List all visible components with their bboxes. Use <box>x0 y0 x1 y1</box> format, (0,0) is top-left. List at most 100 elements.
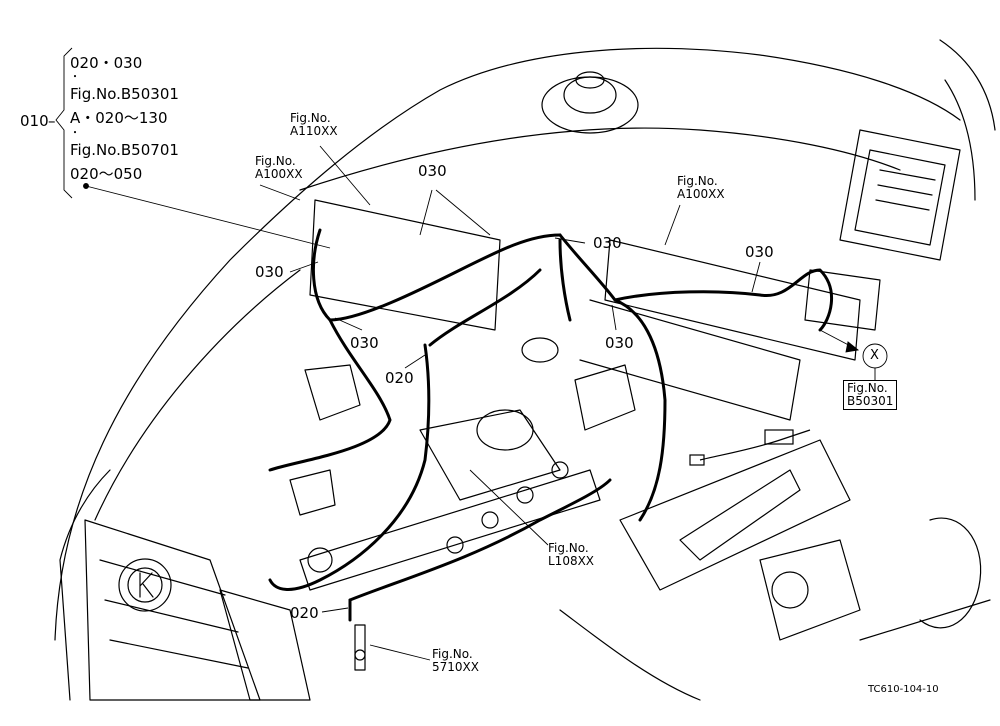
leader-l108 <box>469 469 549 546</box>
front-emblem <box>118 558 172 612</box>
leader-030 <box>289 261 319 273</box>
fig-ref-number: A100XX <box>255 167 303 181</box>
part-label-030: 030 <box>418 162 447 180</box>
pulley-right <box>919 517 982 629</box>
valve-body <box>419 409 561 501</box>
leader-030 <box>611 304 617 331</box>
leader-010 <box>85 185 331 249</box>
sensor-wire <box>699 429 811 461</box>
harness-branch <box>558 238 572 322</box>
injector <box>446 536 464 554</box>
part-label-030: 030 <box>745 243 774 261</box>
part-label-010: 010 <box>20 112 49 130</box>
group-010-list: 020・030 ・ Fig.No.B50301 A・020～130 ・ Fig.… <box>70 52 179 186</box>
dome-right-inner <box>944 79 976 201</box>
fuel-filter <box>476 409 534 451</box>
harness-branch <box>268 343 431 591</box>
separator-a: – <box>48 112 56 130</box>
group-010-line: 020・030 <box>70 54 143 72</box>
injector <box>481 511 499 529</box>
x-marker-circle <box>862 343 888 369</box>
clamp <box>354 624 366 671</box>
left-bracket-plate <box>309 199 501 331</box>
grille-line <box>99 559 226 596</box>
group-010-line: 020～050 <box>70 165 143 183</box>
emblem-k <box>139 572 154 598</box>
fig-ref-5710: Fig.No. 5710XX <box>432 648 479 674</box>
harness-branch <box>558 233 667 522</box>
fig-ref-number: L108XX <box>548 554 595 568</box>
injector <box>307 547 333 573</box>
fig-ref-number: B50301 <box>847 394 894 408</box>
fig-ref-l108: Fig.No. L108XX <box>548 542 594 568</box>
alternator <box>759 539 861 641</box>
leader-020 <box>321 607 349 613</box>
control-unit <box>839 129 961 261</box>
part-label-020: 020 <box>385 369 414 387</box>
part-label-030: 030 <box>255 263 284 281</box>
harness-branch <box>268 318 392 472</box>
part-label-030: 030 <box>350 334 379 352</box>
leader-020 <box>404 354 426 369</box>
bracket <box>304 364 361 421</box>
fig-ref-label: Fig.No. <box>847 381 888 395</box>
group-010-dot: ・ <box>70 128 80 139</box>
sensor-connector <box>764 429 794 445</box>
injector <box>551 461 569 479</box>
leader-030 <box>435 189 491 236</box>
harness-branch <box>428 268 542 347</box>
grille-outline <box>84 519 261 701</box>
fig-ref-a100-left: Fig.No. A100XX <box>255 155 303 181</box>
leader-a100-right <box>664 204 681 246</box>
group-010-dot: ・ <box>70 72 80 83</box>
frame-rail <box>579 299 801 421</box>
fig-ref-label: Fig.No. <box>677 174 718 188</box>
fig-ref-number: 5710XX <box>432 660 479 674</box>
sensor <box>521 337 559 363</box>
leader-5710 <box>369 644 431 661</box>
fig-ref-label: Fig.No. <box>255 154 296 168</box>
fig-ref-label: Fig.No. <box>290 111 331 125</box>
part-label-030: 030 <box>593 234 622 252</box>
hood-inner-curve <box>94 269 301 521</box>
grille-line <box>109 639 249 669</box>
leader-030 <box>751 261 761 293</box>
lower-frame <box>859 599 991 641</box>
injector-rail <box>299 469 601 591</box>
panel-right-slot <box>679 469 801 561</box>
leader-030 <box>419 189 433 236</box>
panel-right <box>619 439 851 591</box>
headlight <box>219 589 311 701</box>
hood-front-edge <box>59 469 111 701</box>
group-010-line: Fig.No.B50301 <box>70 85 179 103</box>
right-bracket-plate <box>604 239 861 361</box>
leader-a110 <box>319 145 371 206</box>
harness-branch <box>348 478 612 602</box>
leader-a100-left <box>259 184 301 201</box>
harness-main <box>311 228 562 322</box>
group-010-line: A・020～130 <box>70 109 168 127</box>
part-label-020: 020 <box>290 604 319 622</box>
leader-dot <box>83 183 89 189</box>
dome-right <box>939 39 996 131</box>
hood-outline <box>54 47 961 641</box>
injector <box>516 486 534 504</box>
front-emblem-inner <box>127 567 163 603</box>
fig-ref-a100-right: Fig.No. A100XX <box>677 175 725 201</box>
grille-line <box>104 599 239 633</box>
harness-branch <box>613 268 834 332</box>
group-010-line: Fig.No.B50701 <box>70 141 179 159</box>
control-unit-face <box>854 149 946 246</box>
fig-ref-label: Fig.No. <box>548 541 589 555</box>
bracket-010 <box>55 47 73 199</box>
part-label-030: 030 <box>605 334 634 352</box>
leader-030 <box>334 317 363 331</box>
alternator-pulley <box>771 571 809 609</box>
fig-ref-a110: Fig.No. A110XX <box>290 112 338 138</box>
fig-ref-b50301: Fig.No. B50301 <box>843 380 898 410</box>
lower-frame <box>559 609 701 701</box>
leader-030 <box>554 237 586 244</box>
fig-ref-number: A110XX <box>290 124 338 138</box>
fuel-cap-base <box>541 76 639 134</box>
